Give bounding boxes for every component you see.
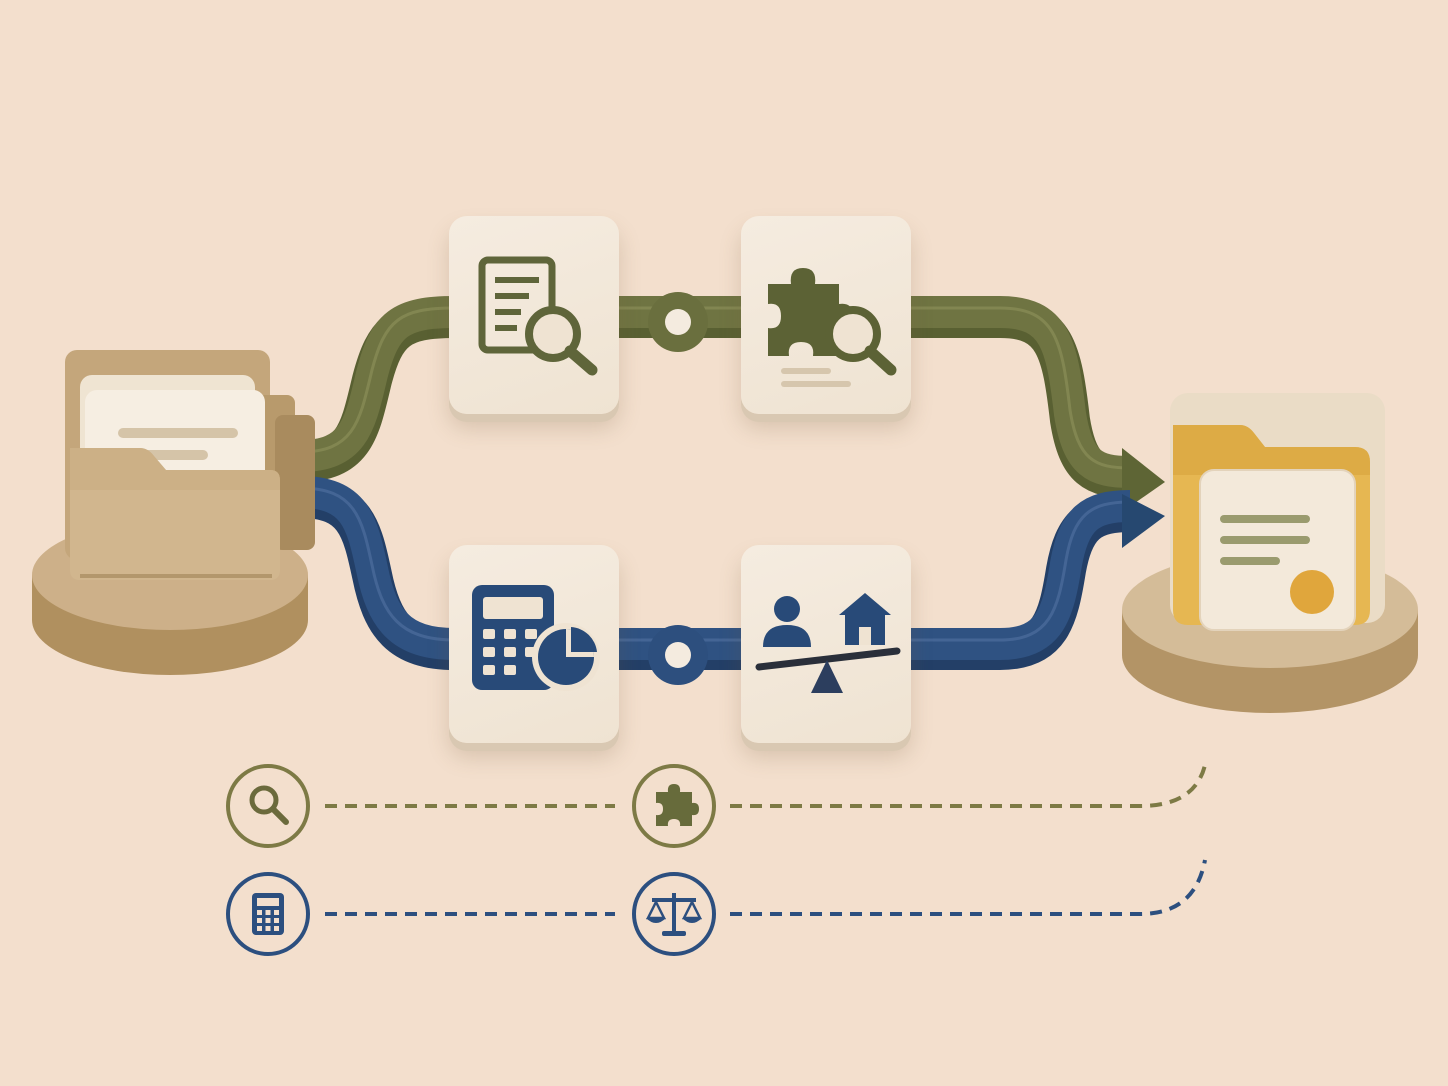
person-house-balance-icon — [755, 593, 901, 693]
source-folder-platform — [32, 350, 315, 675]
calculator-icon — [226, 872, 310, 956]
legend-row-olive — [226, 764, 1207, 848]
olive-connector-ring — [648, 292, 708, 352]
olive-path-ribbon — [299, 296, 1165, 512]
magnifier-icon — [226, 764, 310, 848]
puzzle-piece-icon — [632, 764, 716, 848]
olive-dashed-line-2 — [730, 764, 1207, 808]
step-asset-balance-tile — [741, 545, 911, 743]
step-document-review-tile — [449, 216, 619, 414]
legend-row-navy — [226, 859, 1207, 956]
document-search-icon — [478, 256, 598, 376]
calculator-chart-icon — [472, 585, 600, 691]
step-financial-calculation-tile — [449, 545, 619, 743]
puzzle-search-icon — [768, 268, 897, 387]
scales-of-justice-icon — [632, 872, 716, 956]
navy-dashed-line-2 — [730, 859, 1207, 916]
olive-arrowhead-icon — [1122, 448, 1165, 512]
navy-connector-ring — [648, 625, 708, 685]
navy-arrowhead-icon — [1122, 494, 1165, 548]
step-puzzle-analysis-tile — [741, 216, 911, 414]
destination-folder-platform — [1122, 393, 1418, 713]
